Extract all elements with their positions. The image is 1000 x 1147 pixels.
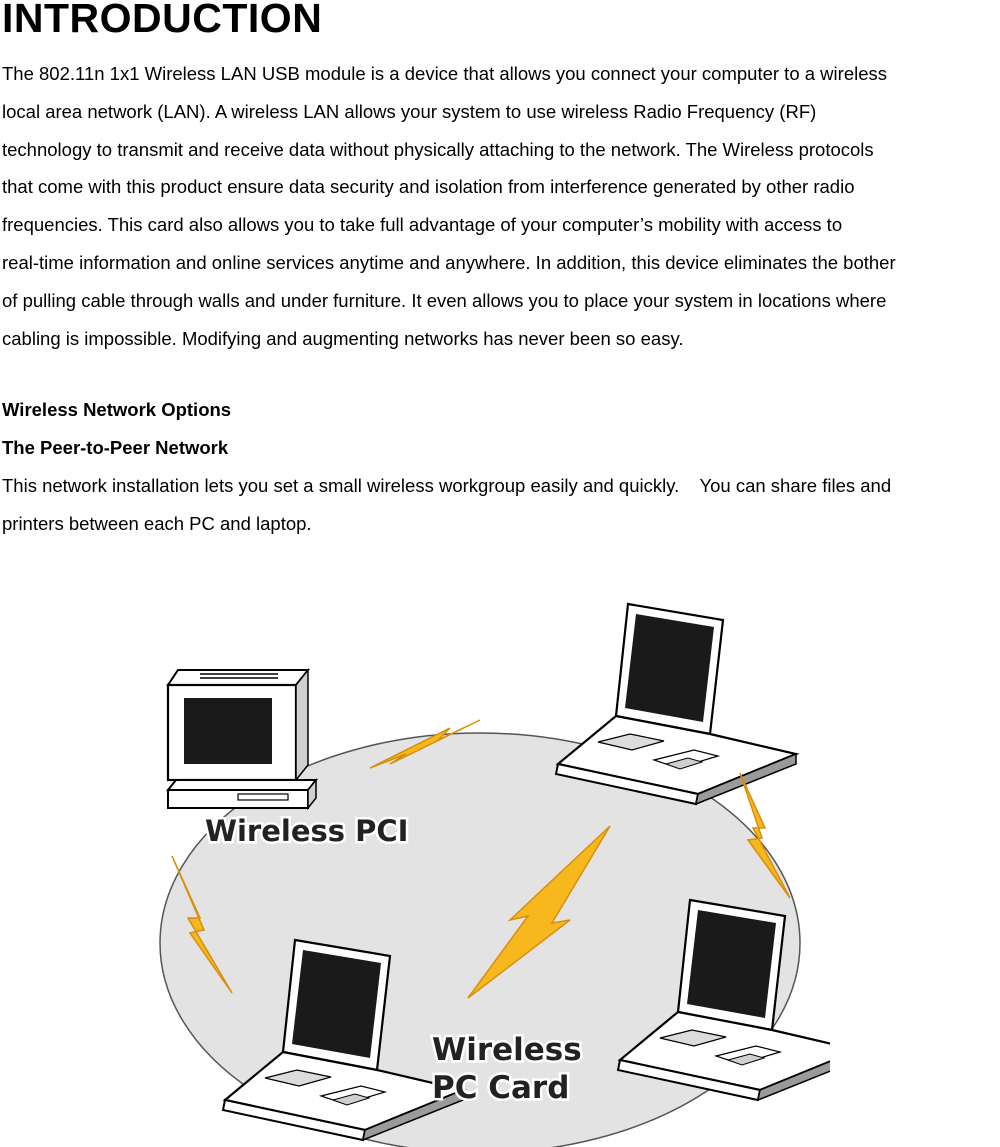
- section-title: Wireless Network Options: [2, 399, 232, 420]
- wireless-pc-card-label-line1: Wireless: [432, 1032, 582, 1068]
- subsection-title: The Peer-to-Peer Network: [2, 437, 229, 458]
- desktop-pc-icon: [165, 667, 319, 811]
- wireless-pc-card-label-line2: PC Card: [432, 1070, 569, 1106]
- intro-line: real-time information and online service…: [2, 251, 896, 273]
- p2p-paragraph: This network installation lets you set a…: [2, 467, 1000, 543]
- intro-paragraph: The 802.11n 1x1 Wireless LAN USB module …: [2, 55, 1000, 357]
- intro-line: that come with this product ensure data …: [2, 176, 855, 198]
- intro-line: local area network (LAN). A wireless LAN…: [2, 100, 817, 122]
- p2p-line: This network installation lets you set a…: [2, 475, 892, 496]
- laptop-top-right-icon: [554, 602, 798, 806]
- intro-line: The 802.11n 1x1 Wireless LAN USB module …: [2, 63, 888, 84]
- intro-line: frequencies. This card also allows you t…: [2, 214, 843, 236]
- signal-bolt-icon: [171, 855, 233, 994]
- wireless-pci-label: Wireless PCI: [205, 814, 408, 848]
- intro-line: of pulling cable through walls and under…: [2, 289, 887, 311]
- p2p-line: printers between each PC and laptop.: [2, 512, 312, 534]
- signal-bolt-icon: [739, 772, 791, 899]
- peer-to-peer-diagram: Wireless PCI Wireless PC Card: [159, 602, 830, 1147]
- signal-bolt-icon: [467, 825, 611, 999]
- intro-line: technology to transmit and receive data …: [2, 138, 874, 160]
- page-heading: INTRODUCTION: [2, 0, 323, 41]
- signal-bolt-icon: [369, 719, 481, 769]
- intro-line: cabling is impossible. Modifying and aug…: [2, 327, 684, 349]
